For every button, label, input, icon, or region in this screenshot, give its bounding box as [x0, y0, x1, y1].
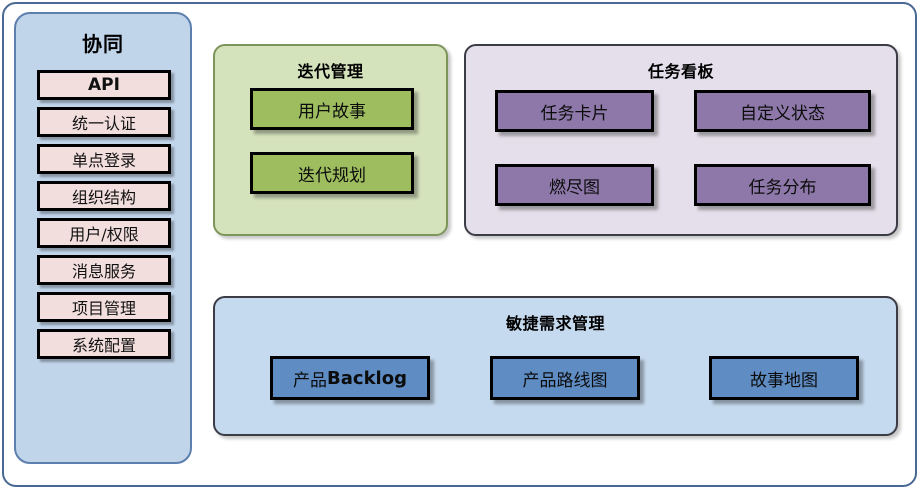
- sidebar-panel-collaboration: 协同 API 统一认证 单点登录 组织结构 用户/权限 消息服务 项目管理 系统…: [14, 12, 192, 464]
- sidebar-item-unified-auth[interactable]: 统一认证: [37, 107, 171, 137]
- group-title-agile-requirement-management: 敏捷需求管理: [505, 314, 605, 333]
- sidebar-item-project-management[interactable]: 项目管理: [37, 292, 171, 322]
- sidebar-item-list: API 统一认证 单点登录 组织结构 用户/权限 消息服务 项目管理 系统配置: [37, 70, 171, 366]
- node-product-backlog-latin: Backlog: [327, 367, 407, 389]
- sidebar-title: 协同: [82, 32, 124, 56]
- node-custom-status[interactable]: 自定义状态: [694, 90, 871, 132]
- node-product-backlog-cjk: 产品: [293, 370, 328, 391]
- node-task-card[interactable]: 任务卡片: [495, 90, 654, 132]
- node-burndown-chart[interactable]: 燃尽图: [495, 164, 654, 206]
- group-title-task-board: 任务看板: [647, 62, 714, 81]
- node-task-distribution[interactable]: 任务分布: [694, 164, 871, 206]
- sidebar-item-user-permission[interactable]: 用户/权限: [37, 218, 171, 248]
- node-user-story[interactable]: 用户故事: [250, 88, 414, 130]
- node-story-map[interactable]: 故事地图: [709, 356, 859, 400]
- node-product-roadmap[interactable]: 产品路线图: [490, 356, 640, 400]
- sidebar-item-api[interactable]: API: [37, 70, 171, 100]
- group-title-iteration-management: 迭代管理: [297, 62, 364, 81]
- sidebar-item-system-config[interactable]: 系统配置: [37, 329, 171, 359]
- node-iteration-planning[interactable]: 迭代规划: [250, 152, 414, 194]
- sidebar-item-single-sign-on[interactable]: 单点登录: [37, 144, 171, 174]
- sidebar-item-message-service[interactable]: 消息服务: [37, 255, 171, 285]
- group-panel-iteration-management: 迭代管理 用户故事 迭代规划: [213, 44, 448, 236]
- group-panel-task-board: 任务看板 任务卡片 自定义状态 燃尽图 任务分布: [464, 44, 898, 236]
- sidebar-item-org-structure[interactable]: 组织结构: [37, 181, 171, 211]
